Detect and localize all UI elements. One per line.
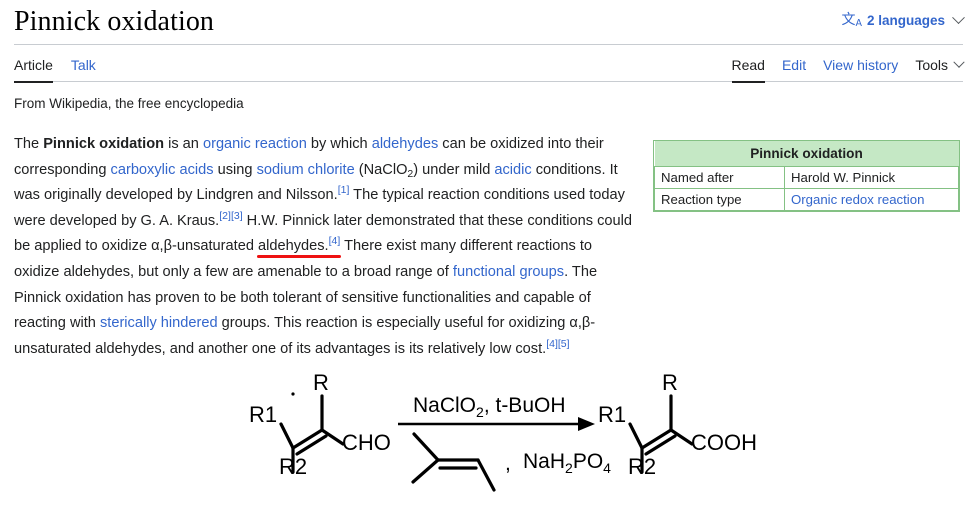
text-fragment: ) under mild bbox=[413, 161, 495, 178]
reference-link[interactable]: [1] bbox=[337, 184, 350, 197]
label-R1-reactant: R1 bbox=[249, 402, 277, 427]
label-CHO-reactant: CHO bbox=[342, 430, 391, 455]
infobox: Pinnick oxidation Named after Harold W. … bbox=[653, 140, 960, 212]
text-fragment: H.W. Pinnick later demonstrated that the… bbox=[14, 212, 632, 255]
text-fragment: The bbox=[14, 136, 44, 152]
chem-subscript: 2 bbox=[407, 167, 414, 180]
red-underline-annotation: aldehydes.[4] bbox=[258, 236, 341, 255]
table-row: Named after Harold W. Pinnick bbox=[654, 166, 959, 189]
text-fragment: groups. This reaction is especially usef… bbox=[14, 315, 596, 357]
namespace-tabs: Article Talk bbox=[14, 57, 96, 83]
tools-menu-button[interactable]: Tools bbox=[915, 56, 965, 82]
language-icon: 文A bbox=[841, 12, 862, 29]
link-sterically-hindered[interactable]: sterically hindered bbox=[99, 315, 218, 332]
infobox-value-reaction-type: Organic redox reaction bbox=[784, 188, 959, 211]
tab-edit[interactable]: Edit bbox=[781, 57, 807, 73]
reference-5[interactable]: [5] bbox=[558, 338, 570, 350]
bold-term: Pinnick oxidation bbox=[43, 136, 165, 152]
reference-link[interactable]: [4] bbox=[546, 337, 558, 350]
text-fragment: by which bbox=[306, 136, 372, 152]
article-content: The Pinnick oxidation is an organic reac… bbox=[14, 132, 960, 362]
table-row: Reaction type Organic redox reaction bbox=[654, 188, 959, 211]
text-fragment: is an bbox=[164, 136, 203, 152]
text-fragment: using bbox=[213, 161, 257, 178]
tab-talk[interactable]: Talk bbox=[70, 57, 96, 73]
reagents-below-comma: , bbox=[505, 452, 511, 475]
chevron-down-icon bbox=[953, 56, 965, 68]
tab-read[interactable]: Read bbox=[731, 57, 766, 83]
title-divider bbox=[14, 44, 963, 45]
reaction-scheme-image: R R1 R2 CHO NaClO2, t-BuOH bbox=[0, 362, 975, 514]
text-fragment: The typical reaction conditions used tod… bbox=[14, 187, 625, 229]
reagents-below-line: NaH2PO4 bbox=[523, 450, 611, 476]
reference-1[interactable]: [1] bbox=[338, 184, 350, 196]
tab-view-history[interactable]: View history bbox=[823, 57, 899, 73]
label-R2-product: R2 bbox=[628, 454, 656, 479]
tools-label: Tools bbox=[915, 57, 948, 73]
link-sodium-chlorite[interactable]: sodium chlorite bbox=[256, 161, 355, 178]
text-fragment: (NaClO bbox=[354, 161, 408, 178]
label-R-reactant: R bbox=[313, 370, 329, 395]
text-fragment: . The Pinnick oxidation has proven to be… bbox=[14, 263, 598, 332]
link-functional-groups[interactable]: functional groups bbox=[452, 263, 565, 280]
reference-4b[interactable]: [4] bbox=[546, 338, 558, 350]
link-acidic[interactable]: acidic bbox=[494, 161, 532, 178]
label-R2-reactant: R2 bbox=[279, 454, 307, 479]
highlighted-text: aldehydes. bbox=[258, 238, 329, 255]
reference-2[interactable]: [2] bbox=[219, 210, 231, 222]
reference-4[interactable]: [4] bbox=[329, 236, 341, 248]
text-fragment: conditions. It was originally developed … bbox=[14, 161, 618, 204]
link-aldehydes[interactable]: aldehydes bbox=[371, 136, 439, 152]
article-header: Pinnick oxidation 文A 2 languages bbox=[0, 0, 975, 46]
reagents-above-line: NaClO2, t-BuOH bbox=[413, 394, 566, 420]
language-count-label: 2 languages bbox=[866, 13, 945, 29]
view-tabs: Read Edit View history Tools bbox=[731, 56, 965, 83]
infobox-label-reaction-type: Reaction type bbox=[654, 188, 785, 211]
structure-2-methyl-2-butene bbox=[411, 432, 496, 492]
reference-link[interactable]: [2] bbox=[219, 209, 231, 222]
label-R1-product: R1 bbox=[598, 402, 626, 427]
reference-link[interactable]: [5] bbox=[557, 337, 570, 350]
infobox-value-named-after: Harold W. Pinnick bbox=[784, 166, 959, 189]
text-fragment: can be oxidized into their corresponding bbox=[14, 136, 604, 178]
page-title: Pinnick oxidation bbox=[14, 6, 215, 37]
tab-article[interactable]: Article bbox=[14, 57, 53, 83]
chevron-down-icon bbox=[952, 11, 965, 25]
reference-3[interactable]: [3] bbox=[231, 210, 243, 222]
language-selector-button[interactable]: 文A 2 languages bbox=[841, 11, 965, 29]
label-R-product: R bbox=[662, 370, 678, 395]
link-organic-redox-reaction[interactable]: Organic redox reaction bbox=[791, 192, 925, 207]
lead-paragraph: The Pinnick oxidation is an organic reac… bbox=[14, 132, 639, 362]
label-COOH-product: COOH bbox=[691, 430, 757, 455]
article-tabs-bar: Article Talk Read Edit View history Tool… bbox=[0, 45, 975, 83]
link-carboxylic-acids[interactable]: carboxylic acids bbox=[110, 161, 214, 178]
site-subtitle: From Wikipedia, the free encyclopedia bbox=[14, 96, 244, 111]
link-organic-reaction[interactable]: organic reaction bbox=[202, 136, 307, 152]
reference-link[interactable]: [4] bbox=[328, 235, 341, 248]
reference-link[interactable]: [3] bbox=[230, 209, 243, 222]
text-fragment: There exist many different reactions to … bbox=[14, 238, 593, 280]
tabs-divider bbox=[14, 81, 963, 82]
infobox-label-named-after: Named after bbox=[654, 166, 785, 189]
infobox-title: Pinnick oxidation bbox=[654, 141, 959, 167]
